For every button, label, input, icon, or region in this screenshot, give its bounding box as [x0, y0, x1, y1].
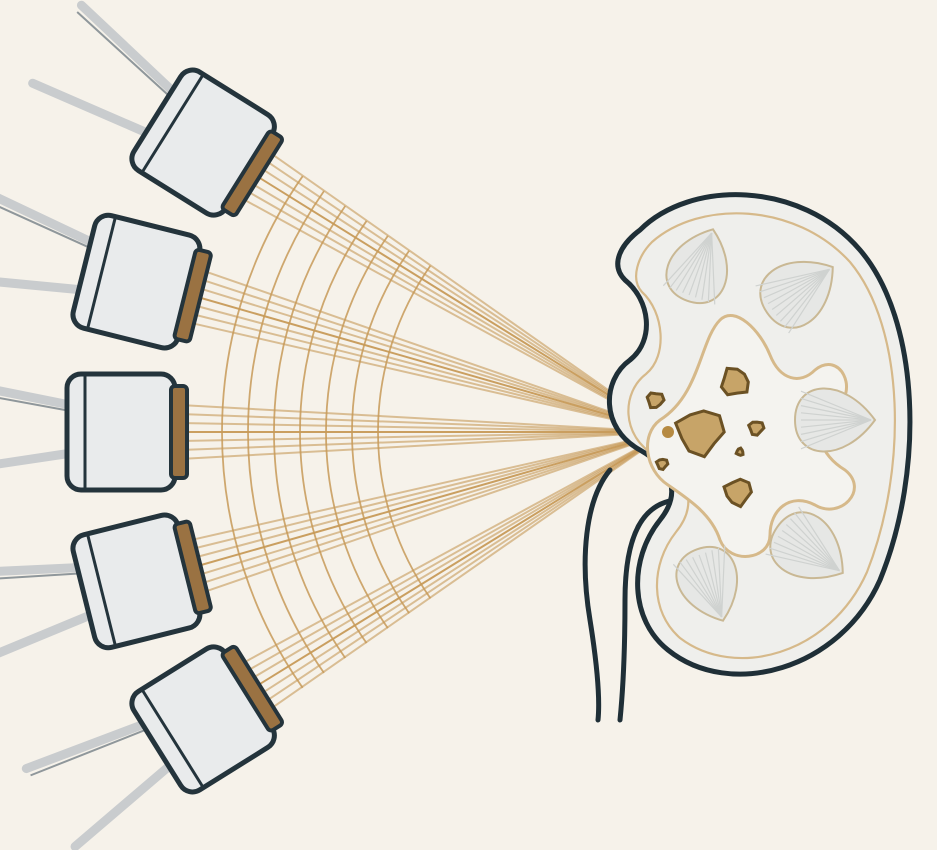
transducer-cable	[69, 5, 183, 89]
transducer-cable-edge	[31, 712, 144, 794]
shockwave-beam-line	[187, 432, 668, 541]
shockwave-beam-line	[244, 432, 668, 673]
shockwave-beam-line	[239, 432, 668, 665]
shockwave-beam-line	[253, 432, 668, 688]
shockwave-beam-line	[239, 197, 668, 432]
kidney-stone-icon	[721, 368, 748, 394]
transducer-icon	[23, 0, 290, 227]
focal-point	[662, 426, 674, 438]
kidney-icon	[585, 195, 910, 720]
shockwave-beam-line	[248, 181, 668, 432]
transducer-cable	[0, 189, 95, 241]
shockwave-beam-line	[263, 159, 668, 432]
transducer-housing	[67, 374, 175, 490]
shockwave-beam-line	[253, 174, 668, 432]
shockwave-beam-line	[244, 189, 668, 432]
transducer-emitter-face	[171, 386, 187, 478]
shockwave-beams	[180, 151, 668, 711]
shockwave-beam-line	[180, 414, 668, 432]
shockwave-beam-line	[180, 432, 668, 450]
transducer-cable	[0, 260, 77, 306]
transducer-cable	[0, 454, 65, 472]
transducer-icon	[23, 635, 290, 850]
transducer-cable	[0, 544, 75, 596]
kidney-stone-icon	[736, 448, 743, 455]
ureter-outer-line	[585, 470, 610, 720]
transducer-cable	[0, 616, 92, 662]
transducer-cable-edge	[0, 552, 77, 602]
shockwave-beam-line	[248, 432, 668, 681]
transducer-cable	[66, 768, 177, 847]
kidney-stone-icon	[656, 459, 667, 469]
transducer-cable	[33, 68, 144, 147]
shockwave-beam-line	[258, 166, 668, 432]
transducer-icon	[0, 509, 214, 680]
transducer-icon	[0, 374, 187, 490]
transducer-icon	[0, 183, 214, 354]
transducer-cable	[26, 705, 140, 789]
